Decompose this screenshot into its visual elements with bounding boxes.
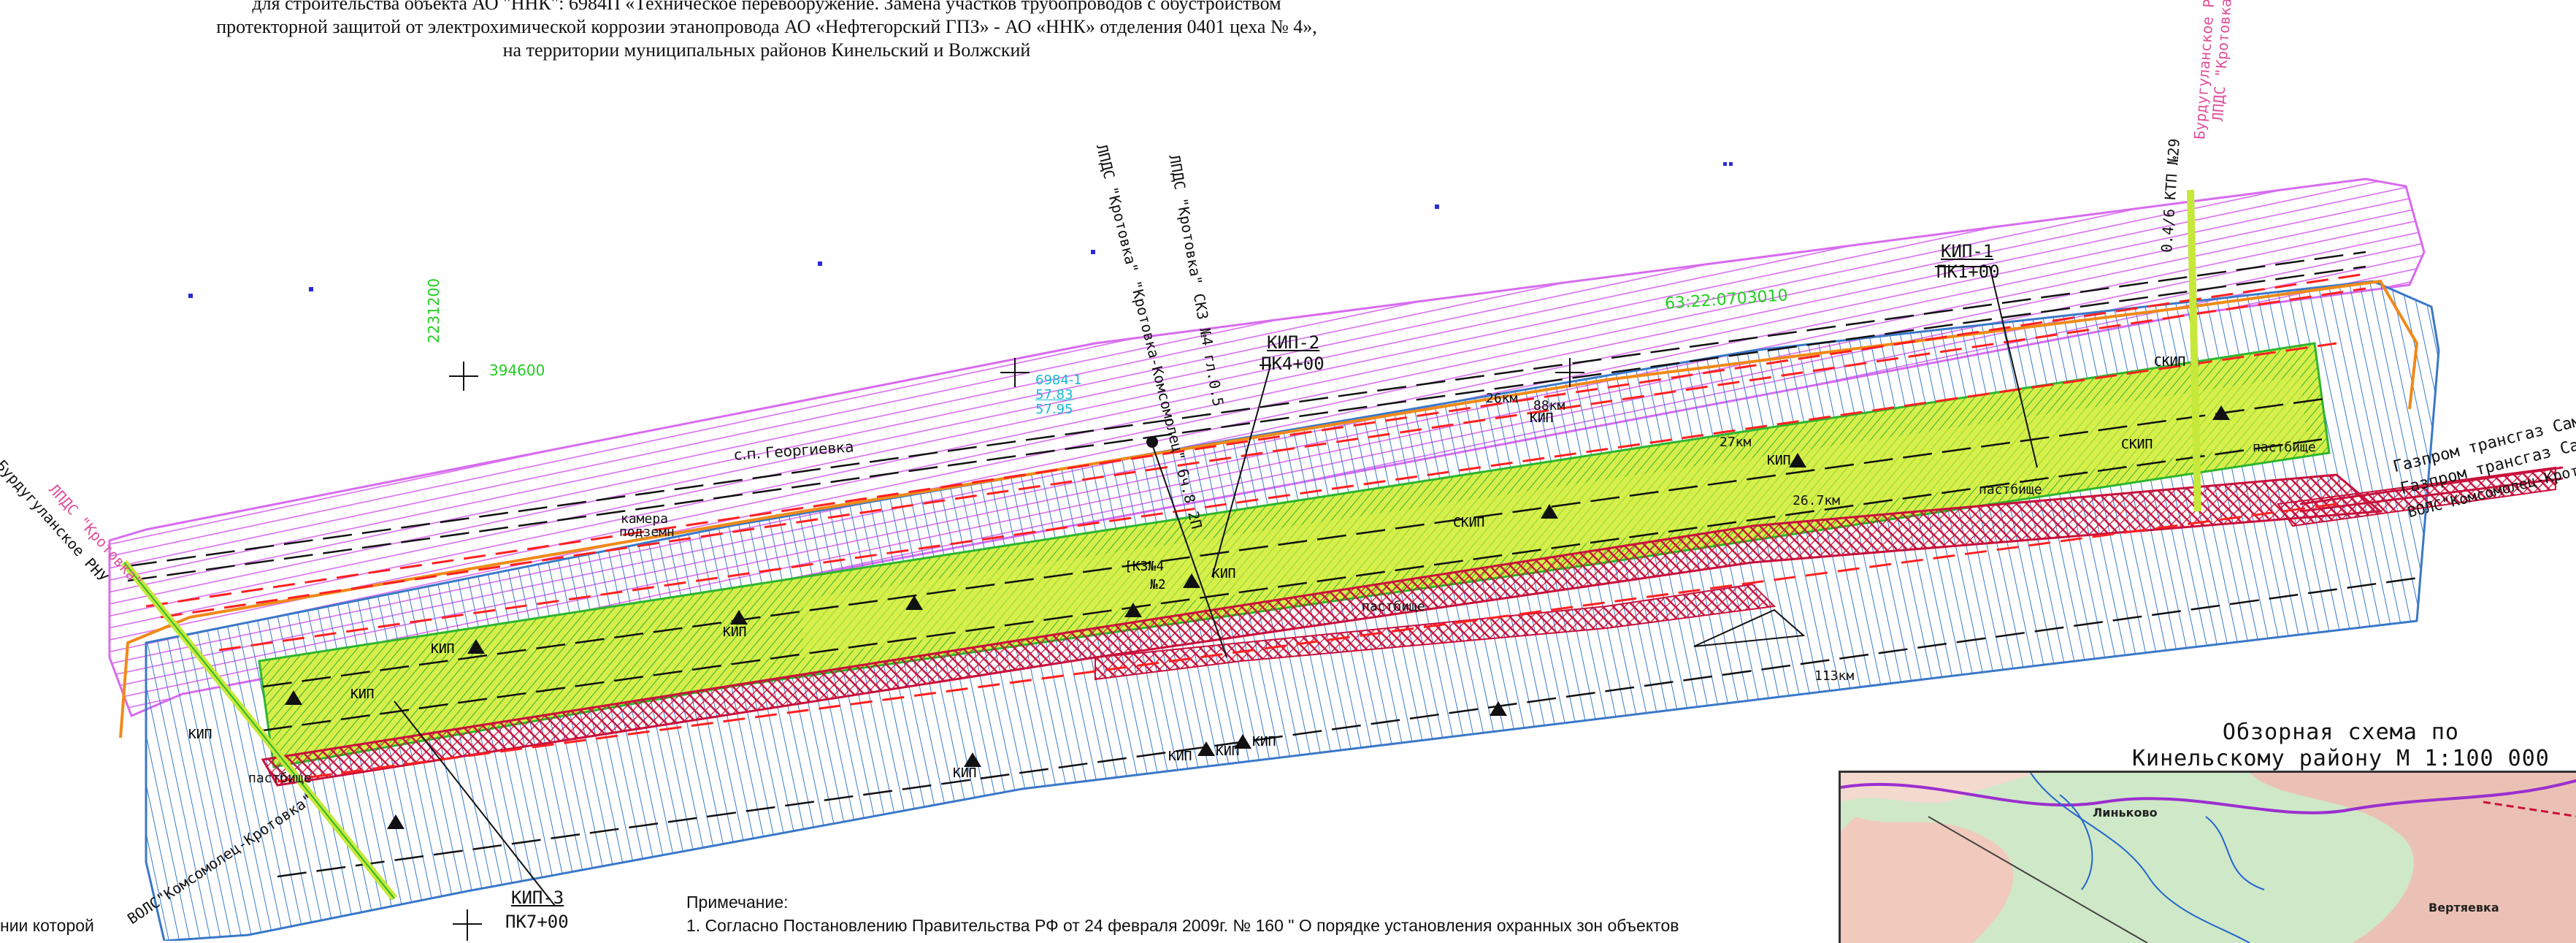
km267-label: 26.7км (1793, 493, 1841, 508)
kip-label-c: КИП (1168, 749, 1192, 764)
ckip-label-b: СКИП (2121, 437, 2153, 452)
camera-label-2: подземн (619, 524, 675, 540)
kip-label-i: КИП (350, 687, 375, 702)
header-line-2: протекторной защитой от электрохимическо… (216, 16, 1317, 37)
overview-title: Обзорная схема по Кинельскому району М 1… (2132, 719, 2550, 772)
gas-lines-right (2299, 466, 2564, 513)
km26-label: 26км (1486, 391, 1518, 406)
kip-leaders (394, 266, 2038, 906)
grid-x-label: 394600 (489, 362, 545, 379)
kip3-pk: ПК7+00 (505, 912, 569, 932)
pastbishe-label-2: пастбище (1979, 482, 2042, 497)
pipeline-band-red-2 (1095, 583, 1776, 681)
ckip-label-a: СКИП (1453, 515, 1485, 530)
orange-boundary (119, 279, 2419, 738)
kip3-name: КИП-3 (511, 887, 564, 908)
kip1-pk: ПК1+00 (1936, 261, 2000, 282)
overview-map-graphic (1841, 773, 2576, 943)
survey-points (188, 162, 1733, 298)
overview-title-line-2: Кинельскому району М 1:100 000 (2132, 746, 2550, 771)
skz-label: [КЗ№4 (1124, 559, 1165, 574)
ldps-node (1146, 436, 1158, 448)
red-dashed-lines (145, 272, 2366, 783)
note-left-cut: нии которой (0, 916, 94, 935)
kip-label-k: КИП (1212, 566, 1236, 581)
grid-y-label: 2231200 (425, 278, 442, 343)
overview-map: Линьково Вертяевка (1839, 771, 2576, 943)
black-pipelines (127, 251, 2425, 878)
kip-markers (285, 405, 2230, 829)
km27-label: 27км (1720, 435, 1752, 450)
kip2-name: КИП-2 (1267, 332, 1320, 353)
ravine-symbol (1693, 608, 1806, 647)
cyan-value-2: 57.95 (1035, 402, 1073, 417)
pastbishe-label-1: пастбище (1362, 599, 1425, 614)
ktp-line (2187, 189, 2201, 512)
cyan-code: 6984-1 (1035, 373, 1082, 388)
header-line-1: для строительства объекта АО "ННК": 6984… (252, 0, 1281, 14)
grid-crosses (449, 358, 1584, 941)
note-line-1: 1. Согласно Постановлению Правительства … (686, 916, 1679, 935)
overview-title-line-1: Обзорная схема по (2222, 719, 2459, 745)
kip2-pk: ПК4+00 (1261, 354, 1325, 374)
pastbishe-label-3: пастбище (2253, 440, 2316, 455)
pastbishe-label-4: пастбище (248, 771, 312, 786)
ldps-line (1149, 438, 1227, 658)
kip-label-j: КИП (431, 641, 455, 657)
cyan-value-1: 57.83 (1035, 387, 1073, 402)
kip-label-f: КИП (1530, 411, 1554, 426)
header-line-3: на территории муниципальных районов Кине… (502, 39, 1031, 61)
ckip-label-c: СКИП (2154, 354, 2186, 370)
note-heading: Примечание: (686, 893, 789, 912)
overview-town-2: Вертяевка (2429, 901, 2499, 915)
vols-line-left-core (123, 562, 395, 899)
kip1-name: КИП-1 (1941, 241, 1994, 261)
kip-label-d: КИП (1216, 744, 1240, 759)
kip-label-a: КИП (723, 625, 747, 640)
km113-label: 113км (1814, 668, 1855, 684)
camera-label: камера (621, 511, 669, 527)
n2-label: №2 (1150, 577, 1166, 592)
kip-label-b: КИП (953, 766, 977, 781)
kip-label-h: КИП (188, 727, 212, 742)
kip-label-e: КИП (1252, 734, 1276, 749)
km88-label: 88км (1533, 398, 1565, 413)
kip-label-g: КИП (1767, 453, 1791, 468)
overview-town-1: Линьково (2093, 806, 2158, 820)
